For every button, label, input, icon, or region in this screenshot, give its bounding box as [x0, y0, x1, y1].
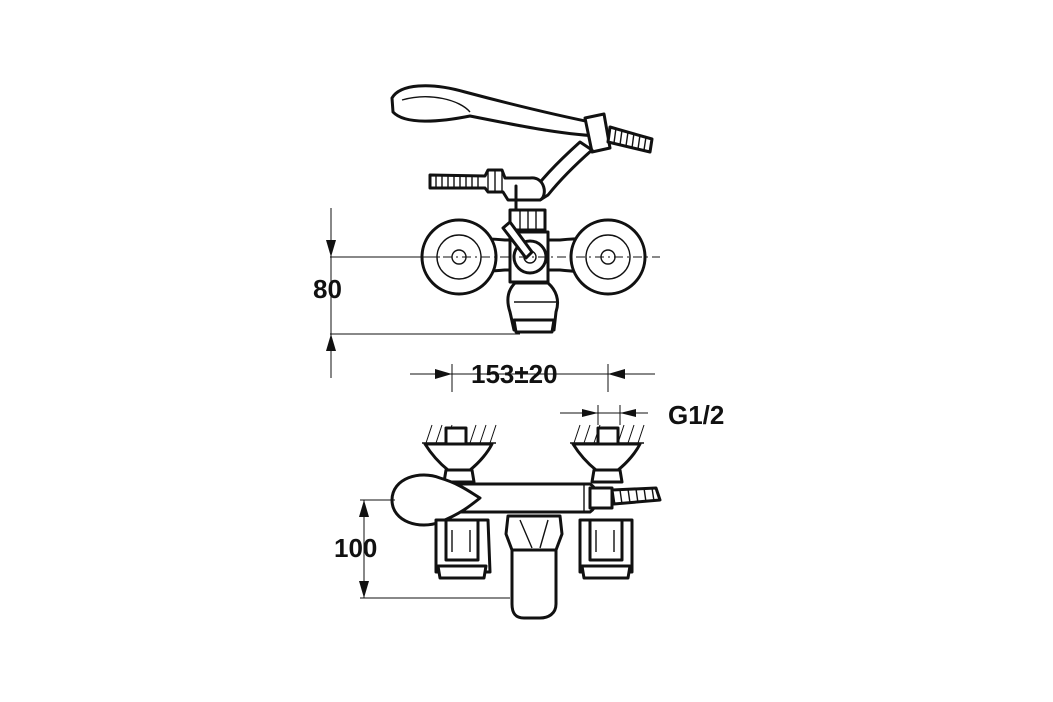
- dimension-height-top: 80: [313, 274, 342, 304]
- hand-shower-head: [390, 473, 482, 527]
- hand-shower: [390, 84, 654, 154]
- dimension-spacing: 153±20: [471, 359, 558, 389]
- diverter: [428, 168, 546, 214]
- top-view: G1/2: [334, 400, 724, 620]
- right-knob: [578, 518, 634, 580]
- spout-bottom: [504, 514, 564, 620]
- front-view: 80: [313, 84, 660, 378]
- left-knob: [434, 518, 492, 580]
- dimension-thread: G1/2: [668, 400, 724, 430]
- spacing-dimension: 153±20: [410, 359, 655, 392]
- wall-left: [422, 424, 497, 484]
- dimension-height-bottom: 100: [334, 533, 377, 563]
- wall-right: [570, 424, 645, 484]
- spout: [506, 281, 560, 334]
